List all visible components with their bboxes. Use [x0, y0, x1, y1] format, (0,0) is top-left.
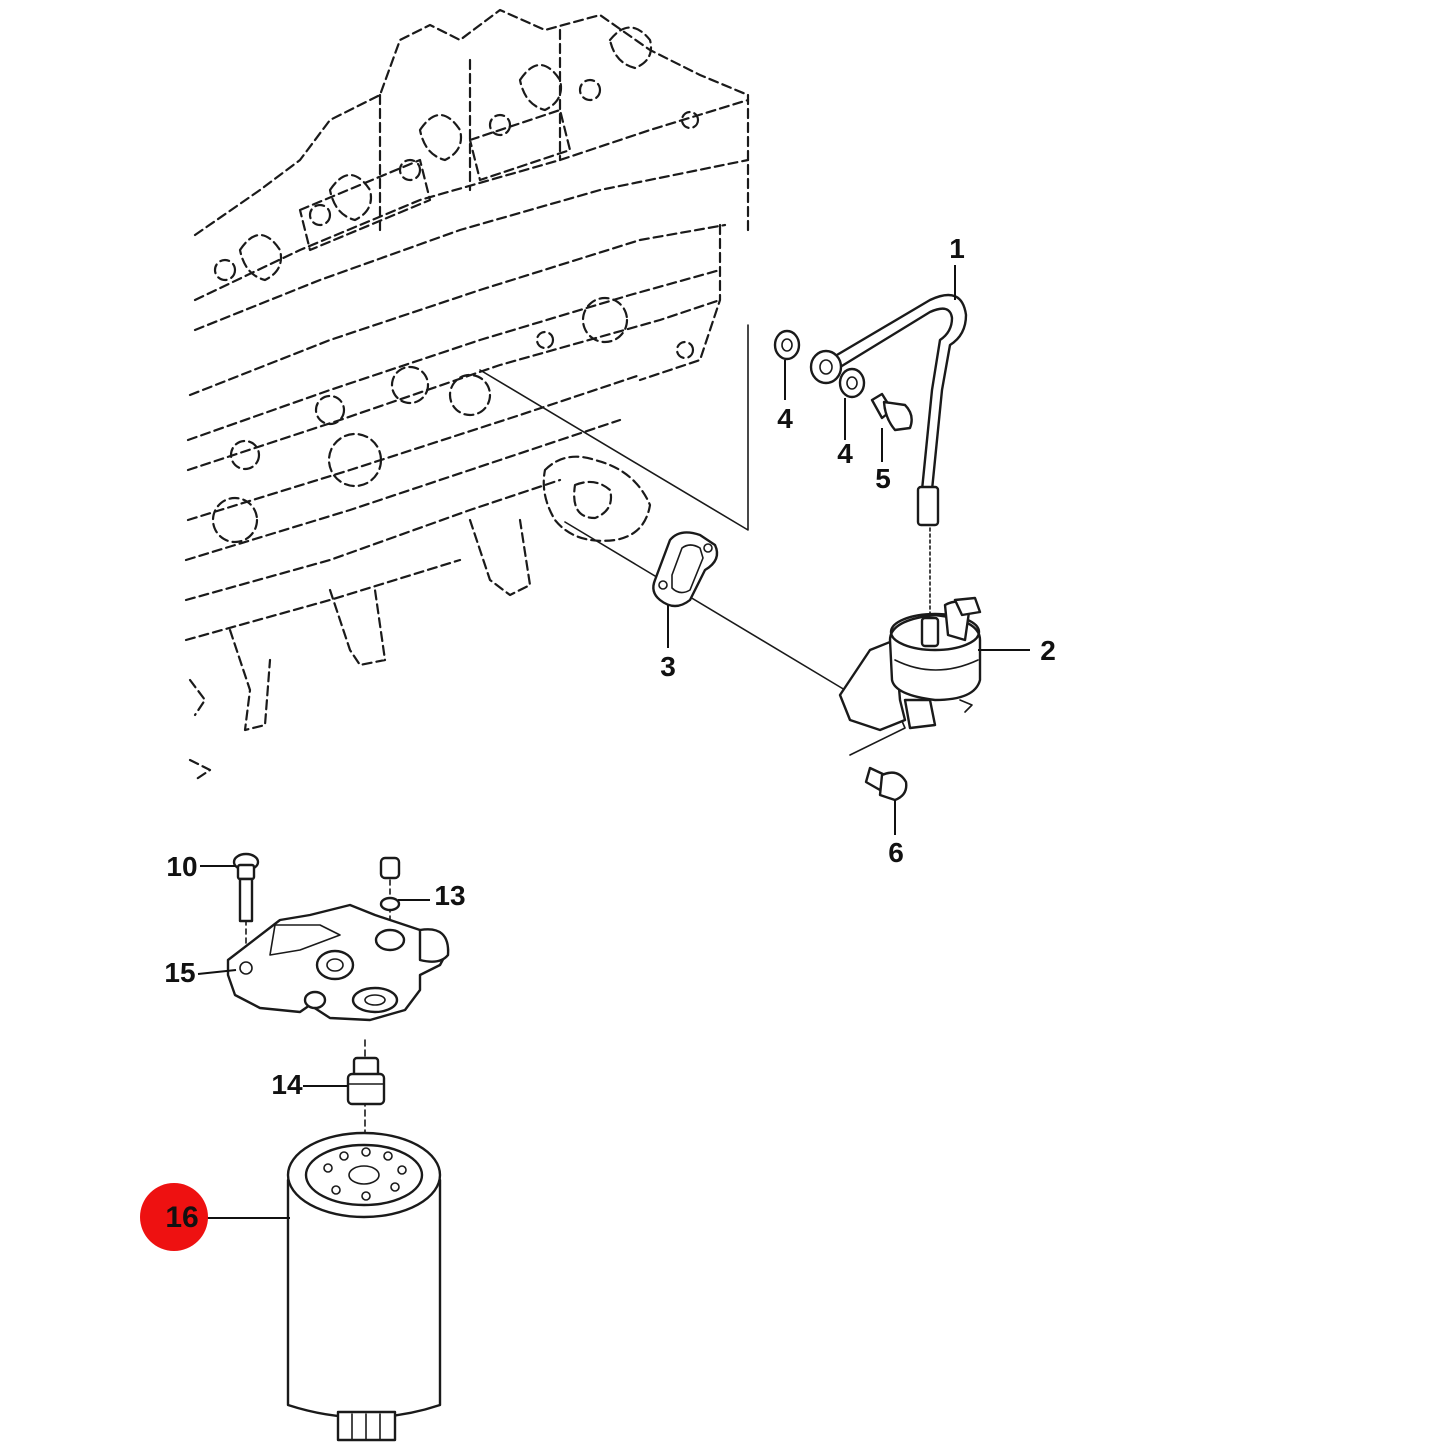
pump-gasket: [652, 531, 719, 608]
callout-15: 15: [164, 957, 195, 988]
fuel-filter-cartridge: [286, 1131, 442, 1442]
svg-text:14: 14: [271, 1069, 303, 1100]
callout-6: 6: [888, 837, 904, 868]
banjo-bolt: [870, 392, 913, 432]
svg-text:1: 1: [949, 233, 965, 264]
callout-10: 10: [166, 851, 197, 882]
callout-1: 1: [949, 233, 965, 264]
sealing-washer-4b: [838, 367, 866, 399]
svg-text:2: 2: [1040, 635, 1056, 666]
filter-bracket-head: [226, 903, 450, 1022]
sealing-washer-4a: [773, 329, 801, 361]
callout-16-highlighted: 16: [140, 1183, 208, 1251]
svg-text:3: 3: [660, 651, 676, 682]
callout-4a: 4: [777, 403, 793, 434]
svg-text:16: 16: [165, 1201, 198, 1234]
svg-text:4: 4: [837, 438, 853, 469]
svg-text:15: 15: [164, 957, 195, 988]
callout-5: 5: [875, 463, 891, 494]
fuel-feed-pump: [838, 596, 982, 732]
svg-text:13: 13: [434, 880, 465, 911]
callout-3: 3: [660, 651, 676, 682]
callout-4b: 4: [837, 438, 853, 469]
mounting-bolt-10: [232, 852, 260, 923]
pump-mounting-bolt: [864, 766, 908, 802]
callout-leaders: [197, 265, 1030, 1219]
callout-2: 2: [1040, 635, 1056, 666]
svg-text:4: 4: [777, 403, 793, 434]
assembly-centerlines: [245, 324, 931, 1161]
svg-text:5: 5: [875, 463, 891, 494]
callout-13: 13: [434, 880, 465, 911]
bleed-plug-13: [379, 856, 401, 912]
callout-14: 14: [271, 1069, 303, 1100]
banjo-fitting: [809, 349, 843, 385]
highlight-marker: [140, 1183, 208, 1251]
fuel-line-pipe: [823, 293, 968, 527]
svg-text:10: 10: [166, 851, 197, 882]
filter-adapter-nipple: [346, 1056, 386, 1106]
svg-text:6: 6: [888, 837, 904, 868]
engine-block-outline: [184, 8, 750, 782]
